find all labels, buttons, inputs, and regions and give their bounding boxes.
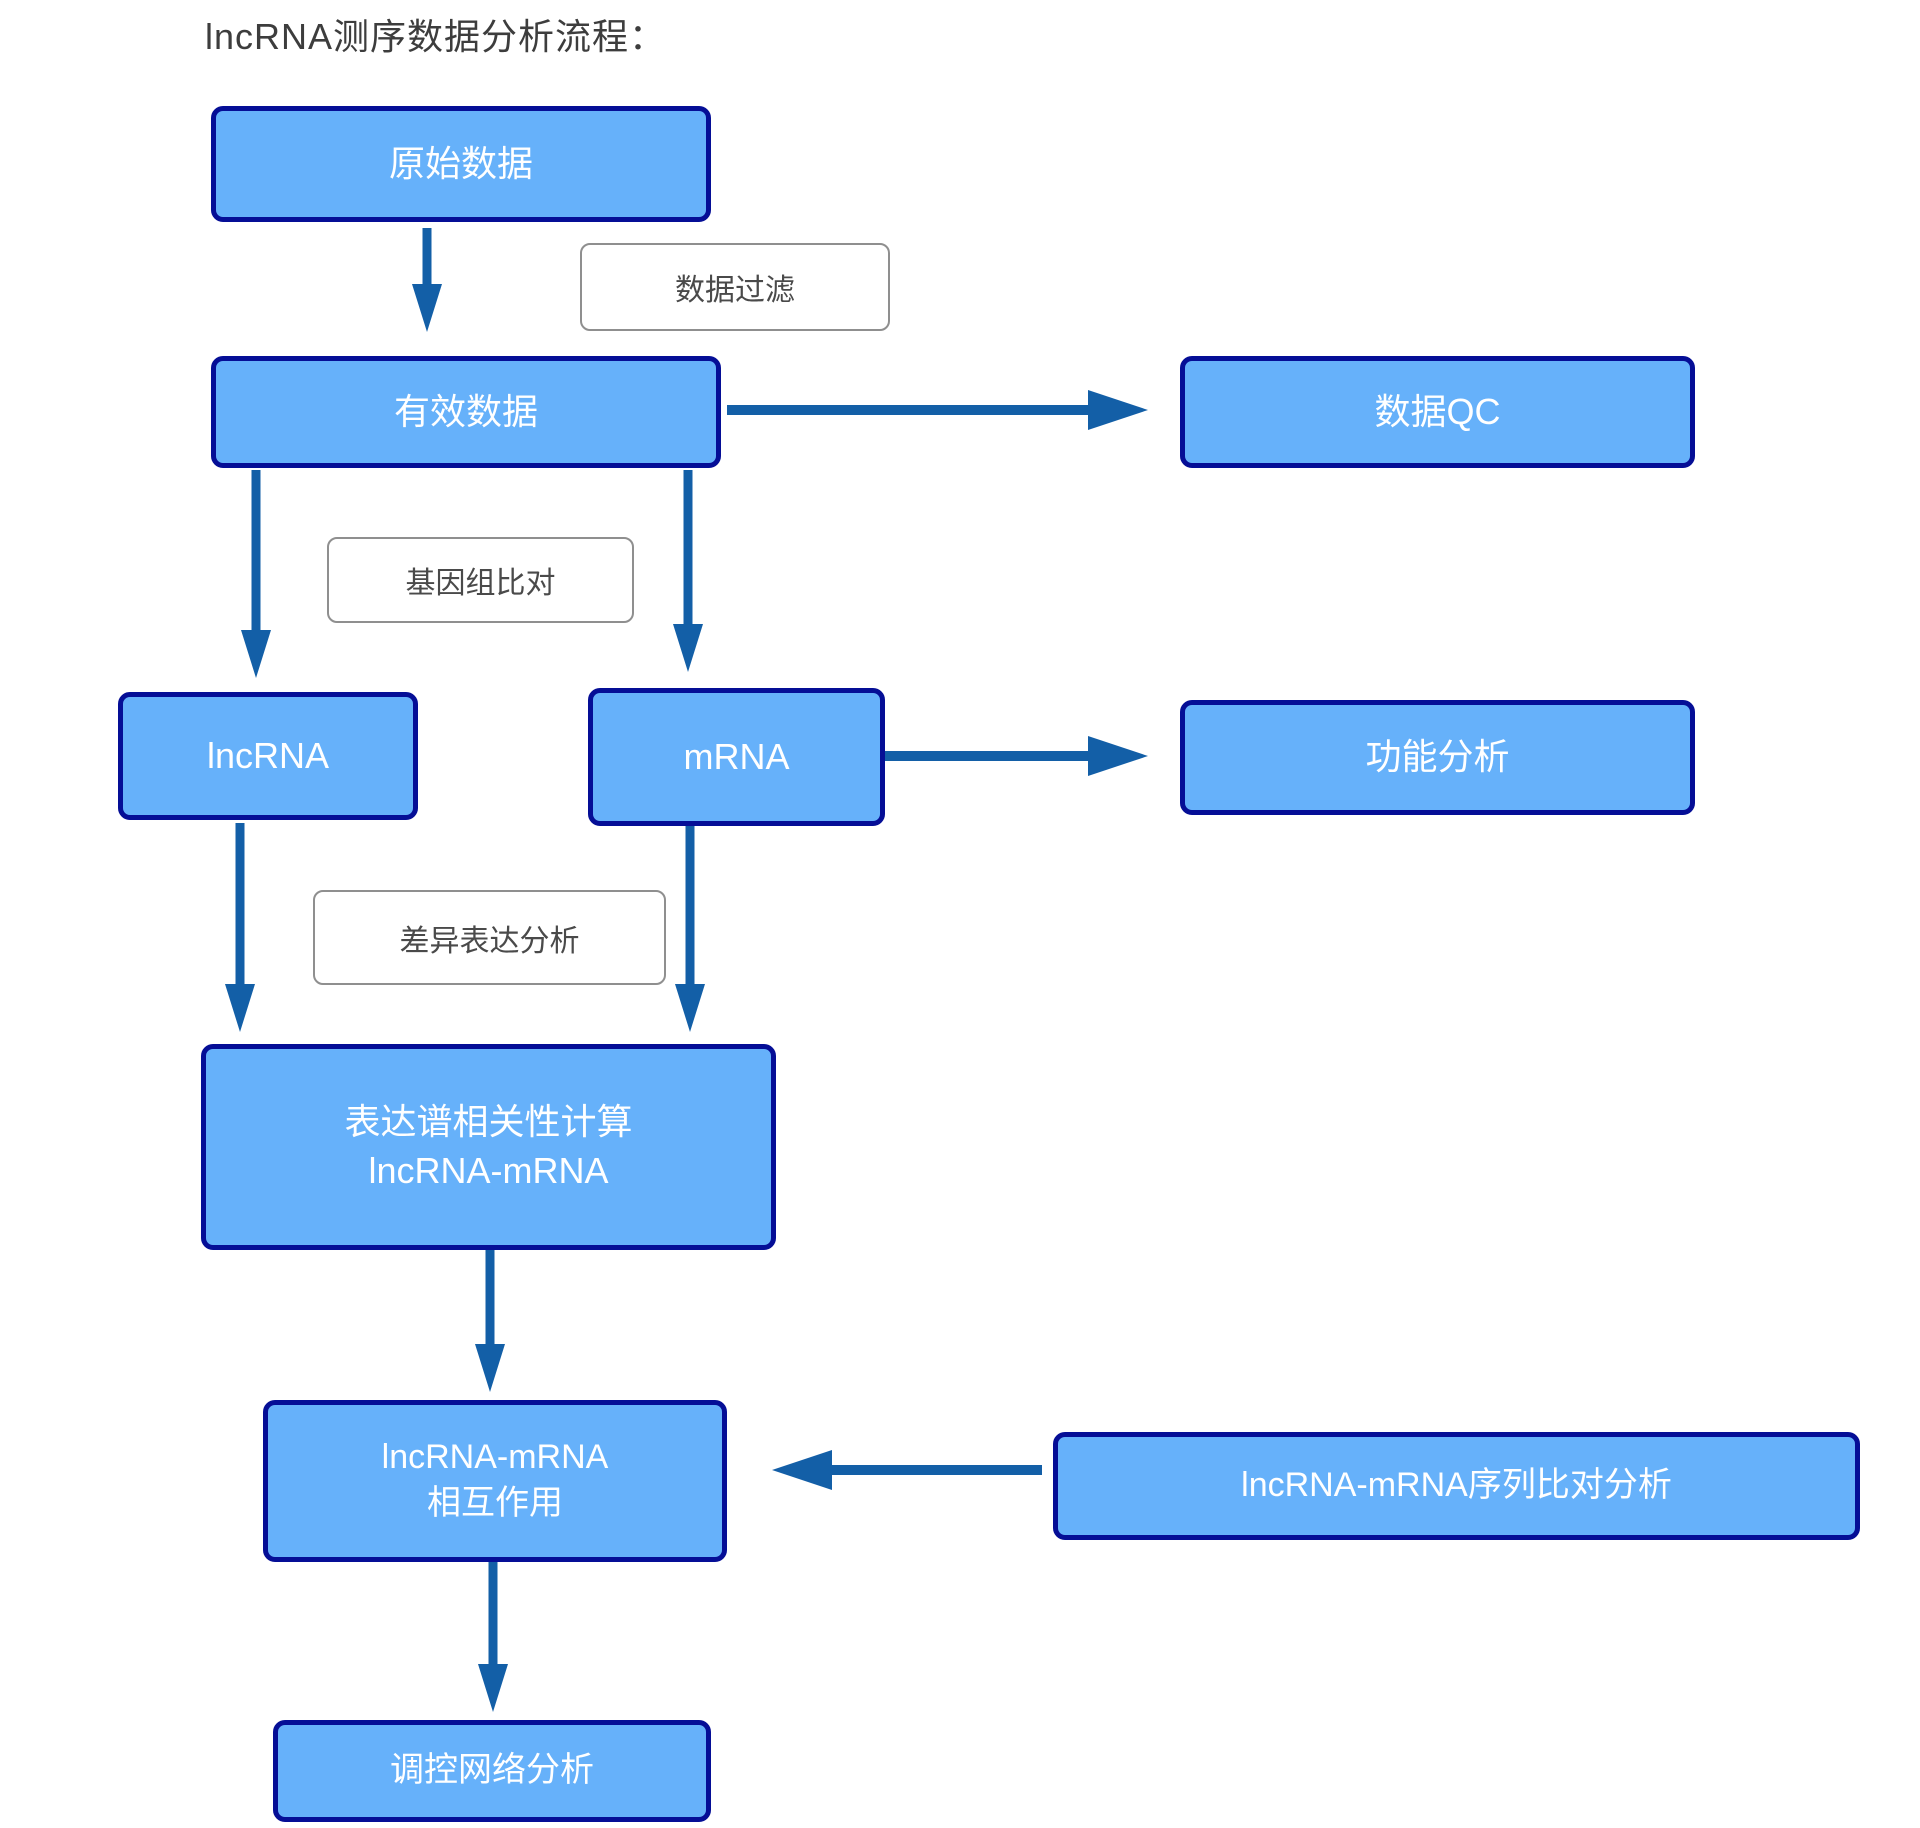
node-func-analysis: 功能分析	[1180, 700, 1695, 815]
arrow-mrna-to-corr	[675, 826, 705, 1032]
node-lncrna-mrna-interaction-line2: 相互作用	[427, 1484, 563, 1522]
node-lncrna: lncRNA	[118, 692, 418, 820]
node-lncrna-label: lncRNA	[206, 734, 330, 776]
arrow-valid-to-qc	[727, 390, 1148, 430]
process-label-diff-expr-text: 差异表达分析	[399, 924, 580, 958]
arrow-raw-to-valid	[412, 228, 442, 332]
arrow-valid-to-mrna	[673, 470, 703, 672]
node-data-qc-label: 数据QC	[1374, 390, 1501, 432]
process-label-genome-align-text: 基因组比对	[405, 567, 556, 600]
process-label-data-filter: 数据过滤	[580, 243, 890, 331]
arrow-seqalign-to-interaction	[772, 1450, 1042, 1490]
node-func-analysis-label: 功能分析	[1365, 736, 1510, 778]
arrow-corr-to-interaction	[475, 1250, 505, 1392]
node-valid-data-label: 有效数据	[393, 390, 538, 432]
node-seq-align-analysis-label: lncRNA-mRNA序列比对分析	[1241, 1466, 1672, 1505]
process-label-diff-expr: 差异表达分析	[313, 890, 666, 985]
node-seq-align-analysis: lncRNA-mRNA序列比对分析	[1053, 1432, 1860, 1540]
process-label-genome-align: 基因组比对	[327, 537, 634, 623]
node-mrna-label: mRNA	[683, 735, 790, 777]
arrow-lncrna-to-corr	[225, 823, 255, 1032]
node-network-analysis-label: 调控网络分析	[390, 1751, 594, 1790]
arrow-valid-to-lncrna	[241, 470, 271, 678]
node-lncrna-mrna-interaction: lncRNA-mRNA 相互作用	[263, 1400, 727, 1562]
arrow-mrna-to-func	[885, 736, 1148, 776]
node-lncrna-mrna-interaction-line1: lncRNA-mRNA	[381, 1438, 609, 1477]
node-expression-correlation: 表达谱相关性计算 lncRNA-mRNA	[201, 1044, 776, 1250]
node-raw-data: 原始数据	[211, 106, 711, 222]
node-expression-correlation-line1: 表达谱相关性计算	[344, 1101, 633, 1143]
node-data-qc: 数据QC	[1180, 356, 1695, 468]
node-mrna: mRNA	[588, 688, 885, 826]
page-title: lncRNA测序数据分析流程：	[205, 16, 667, 57]
node-raw-data-label: 原始数据	[388, 142, 533, 184]
node-network-analysis: 调控网络分析	[273, 1720, 711, 1822]
node-valid-data: 有效数据	[211, 356, 721, 468]
arrow-interaction-to-network	[478, 1562, 508, 1712]
node-expression-correlation-line2: lncRNA-mRNA	[368, 1150, 609, 1191]
process-label-data-filter-text: 数据过滤	[675, 274, 795, 307]
